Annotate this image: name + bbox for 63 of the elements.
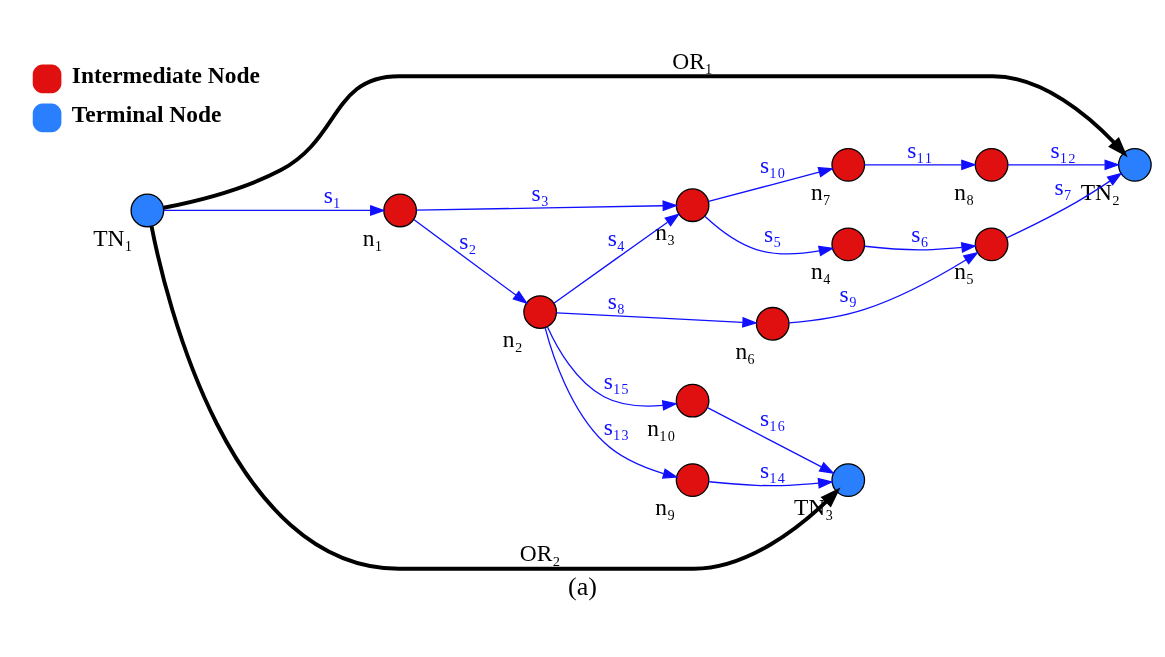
node-label: n₃ (655, 218, 676, 245)
arrow (163, 204, 386, 216)
node-circle (1117, 147, 1152, 182)
legend-label: Intermediate Node (71, 61, 260, 88)
legend-label: Terminal Node (71, 100, 222, 127)
arrow (415, 199, 679, 211)
node-label: n₄ (810, 257, 831, 284)
edge-label: s₁₀ (759, 151, 786, 178)
arrow (704, 215, 835, 256)
arrow (413, 218, 529, 304)
node-circle (383, 193, 418, 227)
node-label: n₅ (954, 257, 975, 284)
edge-label: s₁₃ (603, 413, 630, 440)
arrow (708, 477, 834, 489)
node-label: n₉ (655, 493, 676, 520)
arrow (544, 326, 679, 479)
node-circle (831, 226, 866, 261)
arrow (863, 158, 977, 170)
arrow (555, 311, 758, 328)
edge-label: s₉ (839, 280, 857, 307)
node-label: n₂ (502, 325, 523, 352)
arrow (163, 73, 1128, 210)
node-circle (675, 187, 710, 222)
edge-label: s₁₁ (907, 136, 933, 163)
node-label: n₇ (810, 178, 831, 205)
arrow (546, 325, 678, 411)
edge-label: s₁₆ (759, 404, 786, 431)
edge-label: s₅ (764, 220, 782, 247)
node-circle (974, 226, 1009, 261)
edge-label: OR₂ (519, 539, 561, 566)
node-label: n₁ (362, 223, 383, 250)
node-circle (675, 462, 710, 497)
node-circle (130, 193, 165, 227)
node-circle (675, 383, 710, 418)
edge-label: s₄ (607, 224, 626, 251)
arrow (864, 241, 977, 253)
arrow (788, 251, 979, 324)
edge-label: s₆ (911, 220, 929, 247)
edge-label: s₁ (323, 181, 342, 208)
edge-label: s₁₄ (759, 456, 786, 483)
node-label: n₈ (954, 178, 975, 205)
edge-label: OR₁ (672, 47, 713, 74)
node-circle (831, 147, 866, 182)
arrow (1007, 158, 1121, 170)
arrow (706, 406, 835, 474)
node-label: n₆ (735, 337, 756, 364)
arrow (1005, 172, 1123, 239)
edge-label: s₂ (459, 227, 477, 254)
node-circle (974, 147, 1009, 182)
node-circle (755, 306, 790, 341)
edge-label: s₁₅ (603, 367, 630, 394)
caption: (a) (568, 571, 597, 601)
node-label: TN₁ (93, 223, 133, 250)
arrow (553, 212, 681, 304)
node-circle (523, 294, 558, 329)
edge-label: s₃ (531, 179, 549, 206)
edge-label: s₈ (607, 287, 626, 314)
arrow (707, 166, 834, 202)
edge-label: s₁₂ (1050, 136, 1076, 163)
node-circle (831, 462, 866, 497)
arrow (149, 225, 841, 571)
node-label: n₁₀ (647, 414, 676, 441)
edge-label: s₇ (1054, 173, 1072, 200)
